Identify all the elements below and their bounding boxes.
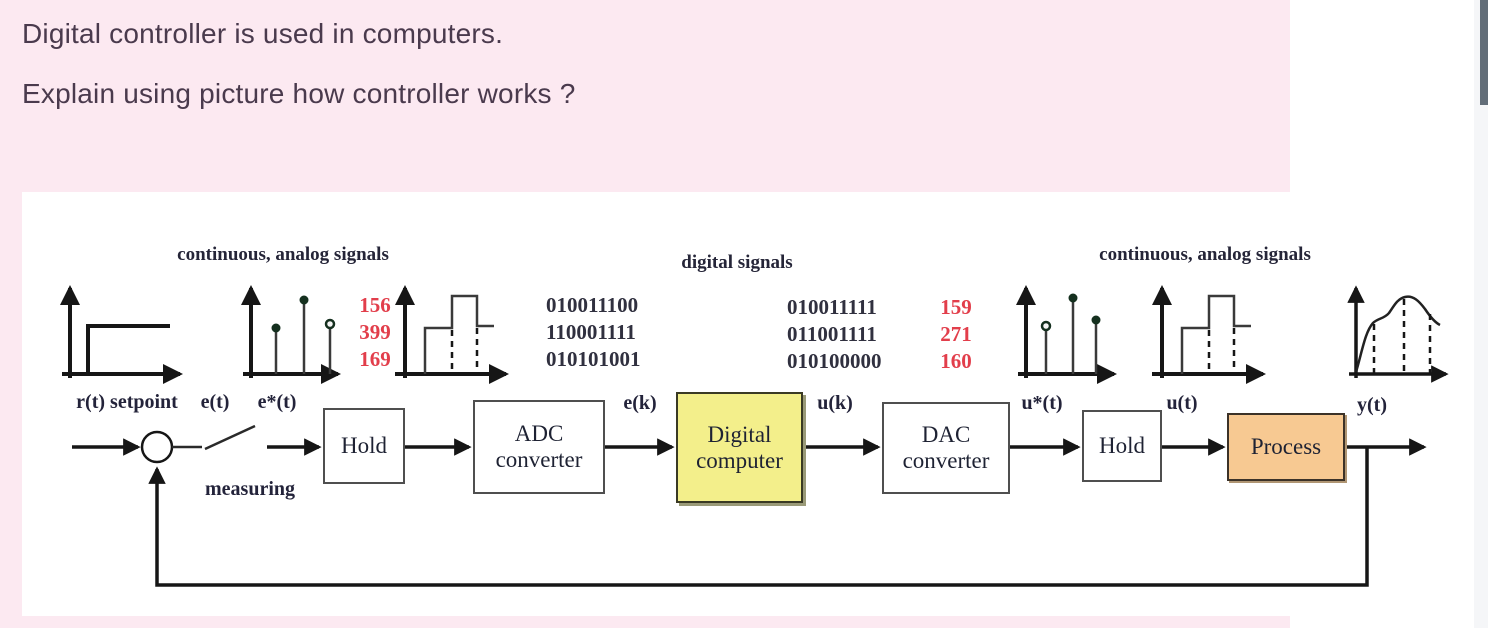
block-adc-converter: ADC converter [473, 400, 605, 494]
question-line-1: Digital controller is used in computers. [22, 18, 504, 49]
block-digital-label-2: computer [696, 447, 783, 473]
sampled-signal-graph-right [1016, 285, 1117, 384]
block-adc-label-2: converter [495, 447, 583, 472]
label-e-star-t: e*(t) [257, 391, 297, 413]
binary-values-left: 010011100 110001111 010101001 [546, 293, 641, 371]
question-line-2: Explain using picture how controller wor… [22, 78, 576, 109]
block-dac-label-1: DAC [921, 422, 971, 447]
title-analog-left: continuous, analog signals [177, 244, 389, 265]
block-process-label: Process [1250, 434, 1322, 459]
label-e-k: e(k) [623, 392, 657, 414]
scrollbar-thumb[interactable] [1480, 0, 1488, 105]
sampler-switch [204, 424, 256, 451]
label-e-t: e(t) [200, 391, 230, 413]
binary-values-right: 010011111 011001111 010100000 [787, 295, 882, 373]
decimal-values-left: 156 399 169 [359, 293, 391, 371]
label-setpoint: r(t) setpoint [76, 391, 178, 413]
control-system-diagram: continuous, analog signals digital signa… [22, 192, 1463, 616]
block-digital-label-1: Digital [707, 421, 772, 447]
flow-connectors [72, 424, 1427, 587]
block-hold-2-label: Hold [1099, 433, 1145, 458]
hold-signal-graph-right [1152, 285, 1266, 384]
block-digital-computer: Digital computer [676, 392, 803, 503]
summing-junction [140, 430, 174, 464]
block-dac-label-2: converter [902, 448, 990, 473]
label-u-star-t: u*(t) [1021, 392, 1063, 414]
title-digital: digital signals [681, 252, 793, 273]
step-signal-graph [60, 285, 183, 384]
block-hold-1-label: Hold [341, 433, 387, 458]
title-analog-right: continuous, analog signals [1099, 244, 1311, 265]
block-process: Process [1227, 413, 1345, 481]
scrollbar-track[interactable] [1474, 0, 1488, 628]
hold-signal-graph-left [395, 285, 509, 384]
feedback-line [148, 448, 1369, 587]
block-hold-1: Hold [323, 408, 405, 484]
label-measuring: measuring [205, 478, 295, 500]
label-u-k: u(k) [817, 392, 853, 414]
label-u-t: u(t) [1166, 392, 1198, 414]
sampled-signal-graph-left [241, 285, 341, 384]
label-y-t: y(t) [1357, 394, 1387, 416]
block-adc-label-1: ADC [514, 421, 564, 446]
block-dac-converter: DAC converter [882, 402, 1010, 494]
output-signal-graph [1347, 285, 1449, 383]
block-hold-2: Hold [1082, 410, 1162, 482]
decimal-values-right: 159 271 160 [940, 295, 972, 373]
